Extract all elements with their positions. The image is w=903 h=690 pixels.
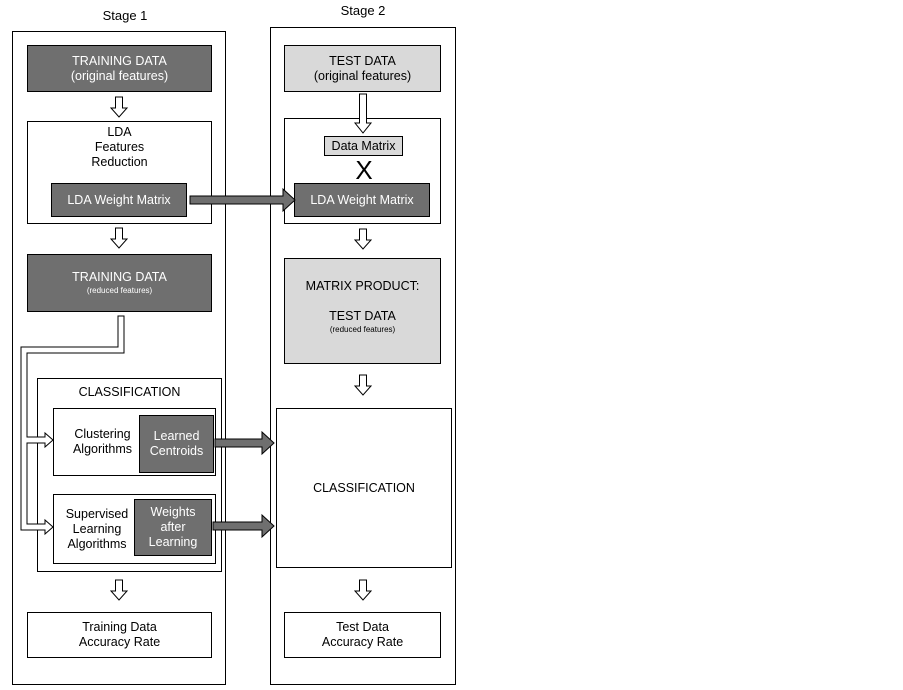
test-data-title: TEST DATA (329, 53, 396, 68)
test-accuracy-box: Test Data Accuracy Rate (284, 612, 441, 658)
test-data-subtitle: (original features) (313, 68, 412, 83)
test-data-original-box: TEST DATA (original features) (284, 45, 441, 92)
matrix-product-test: TEST DATA (329, 309, 396, 323)
training-data-reduced-box: TRAINING DATA (reduced features) (27, 254, 212, 312)
learned-centroids-box: Learned Centroids (139, 415, 214, 473)
stage2-classification-box: CLASSIFICATION (276, 408, 452, 568)
data-matrix-box: Data Matrix (324, 136, 403, 156)
training-reduced-title: TRAINING DATA (72, 269, 167, 284)
supervised-line-3: Algorithms (67, 536, 127, 551)
stage1-lda-weight-matrix-box: LDA Weight Matrix (51, 183, 187, 217)
training-accuracy-line-1: Training Data (82, 620, 157, 634)
stage-1-title: Stage 1 (102, 8, 148, 23)
training-accuracy-box: Training Data Accuracy Rate (27, 612, 212, 658)
classification-title: CLASSIFICATION (78, 385, 181, 399)
weights-after-learning-box: Weights after Learning (134, 499, 212, 556)
centroids-line-1: Learned (153, 429, 200, 443)
lda-line-3: Reduction (91, 155, 148, 169)
test-accuracy-line-2: Accuracy Rate (321, 635, 404, 649)
matrix-product-title: MATRIX PRODUCT: (305, 279, 420, 293)
supervised-line-2: Learning (72, 521, 122, 536)
multiply-symbol: X (355, 155, 373, 185)
training-reduced-subtitle: (reduced features) (86, 285, 153, 295)
lda-line-2: Features (94, 140, 145, 154)
stage2-classification-label: CLASSIFICATION (313, 480, 415, 495)
weights-line-3: Learning (148, 535, 198, 549)
supervised-line-1: Supervised (65, 506, 129, 521)
data-matrix-label: Data Matrix (331, 138, 396, 153)
weights-line-1: Weights (150, 505, 196, 519)
training-accuracy-line-2: Accuracy Rate (78, 635, 161, 649)
weights-line-2: after (160, 520, 186, 534)
centroids-line-2: Centroids (149, 444, 204, 458)
training-data-subtitle: (original features) (70, 68, 169, 83)
stage-2-title: Stage 2 (340, 3, 386, 18)
stage1-lda-weight-matrix-label: LDA Weight Matrix (67, 192, 171, 207)
training-data-title: TRAINING DATA (72, 53, 167, 68)
lda-line-1: LDA (107, 125, 132, 139)
clustering-line-1: Clustering (74, 427, 131, 441)
clustering-line-2: Algorithms (72, 442, 133, 456)
test-accuracy-line-1: Test Data (336, 620, 389, 634)
stage2-lda-weight-matrix-label: LDA Weight Matrix (310, 192, 414, 207)
matrix-product-box: MATRIX PRODUCT: TEST DATA (reduced featu… (284, 258, 441, 364)
stage2-lda-weight-matrix-box: LDA Weight Matrix (294, 183, 430, 217)
matrix-product-subtitle: (reduced features) (329, 325, 396, 334)
training-data-original-box: TRAINING DATA (original features) (27, 45, 212, 92)
